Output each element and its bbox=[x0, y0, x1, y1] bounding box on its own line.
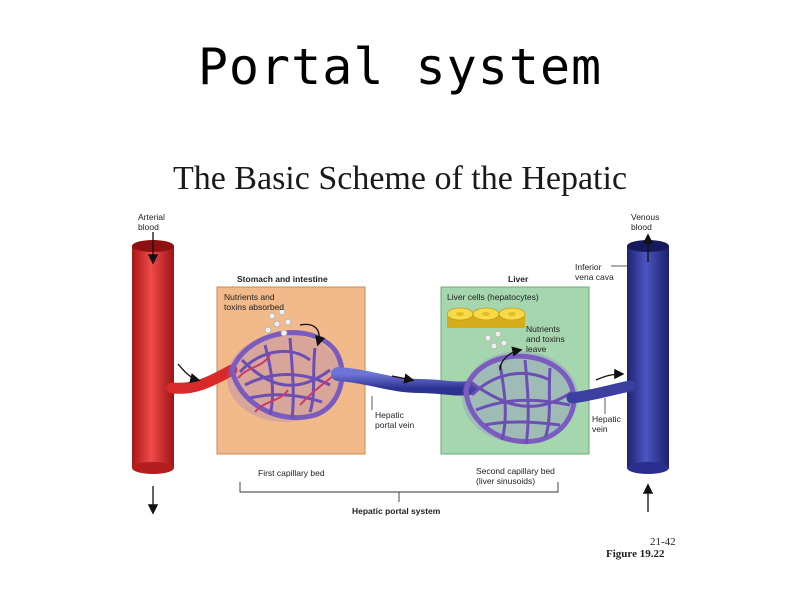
figure-reference: Figure 19.22 bbox=[606, 548, 665, 560]
hepatic-portal-system-bracket bbox=[239, 482, 559, 502]
hepatic-vein bbox=[566, 380, 636, 404]
liver-label: Liver bbox=[508, 274, 529, 284]
inferior-vena-cava bbox=[627, 240, 669, 474]
branch-flow-arrow bbox=[177, 363, 201, 384]
hepatic-vein-flow-arrow bbox=[595, 368, 625, 381]
first-capillary-bed-label: First capillary bed bbox=[258, 468, 325, 478]
nutrient-particles bbox=[264, 308, 292, 337]
diagram-title: The Basic Scheme of the Hepatic bbox=[172, 160, 628, 197]
hepatic-portal-system-label: Hepatic portal system bbox=[352, 506, 441, 516]
nutrient-particles-leaving bbox=[484, 330, 508, 350]
second-capillary-bed-label: Second capillary bed(liver sinusoids) bbox=[476, 466, 555, 486]
hepatic-portal-vein bbox=[331, 367, 477, 396]
second-capillary-bed bbox=[462, 351, 578, 445]
page-reference: 21-42 bbox=[650, 536, 676, 548]
hepatocytes bbox=[446, 307, 526, 328]
nutrients-leave-arrow bbox=[499, 346, 523, 371]
liver-cells-label: Liver cells (hepatocytes) bbox=[447, 292, 539, 302]
portal-flow-arrow bbox=[391, 373, 415, 384]
stomach-intestine-label: Stomach and intestine bbox=[237, 274, 328, 284]
slide-title: Portal system bbox=[197, 38, 603, 96]
aorta-artery bbox=[132, 240, 174, 474]
absorption-arrow bbox=[299, 323, 326, 347]
artery-branch bbox=[166, 364, 238, 394]
